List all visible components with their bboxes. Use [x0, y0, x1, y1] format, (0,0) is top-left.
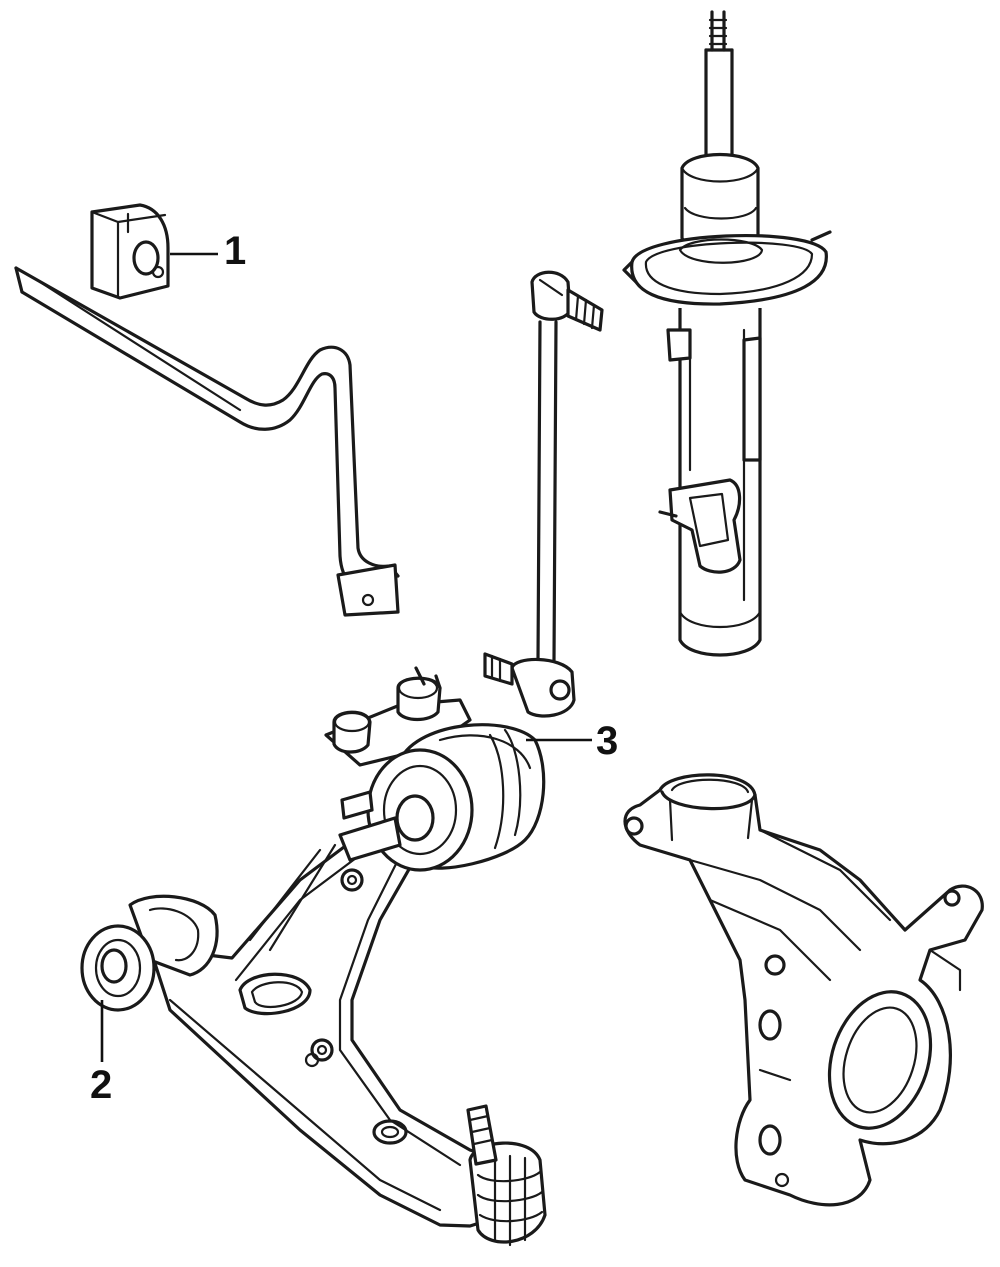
callout-2-label: 2 [90, 1063, 112, 1107]
callout-2: 2 [90, 1000, 112, 1107]
callout-3-label: 3 [596, 719, 618, 763]
lower-control-arm [80, 820, 547, 1247]
strut-assembly [622, 10, 832, 657]
rear-bushing [324, 666, 546, 872]
stabilizer-bushing [90, 203, 170, 300]
callout-1: 1 [170, 229, 246, 273]
steering-knuckle [623, 773, 984, 1207]
callout-1-label: 1 [224, 229, 246, 273]
stabilizer-link [483, 270, 604, 718]
callout-3: 3 [526, 719, 618, 763]
stabilizer-bar [14, 266, 400, 617]
